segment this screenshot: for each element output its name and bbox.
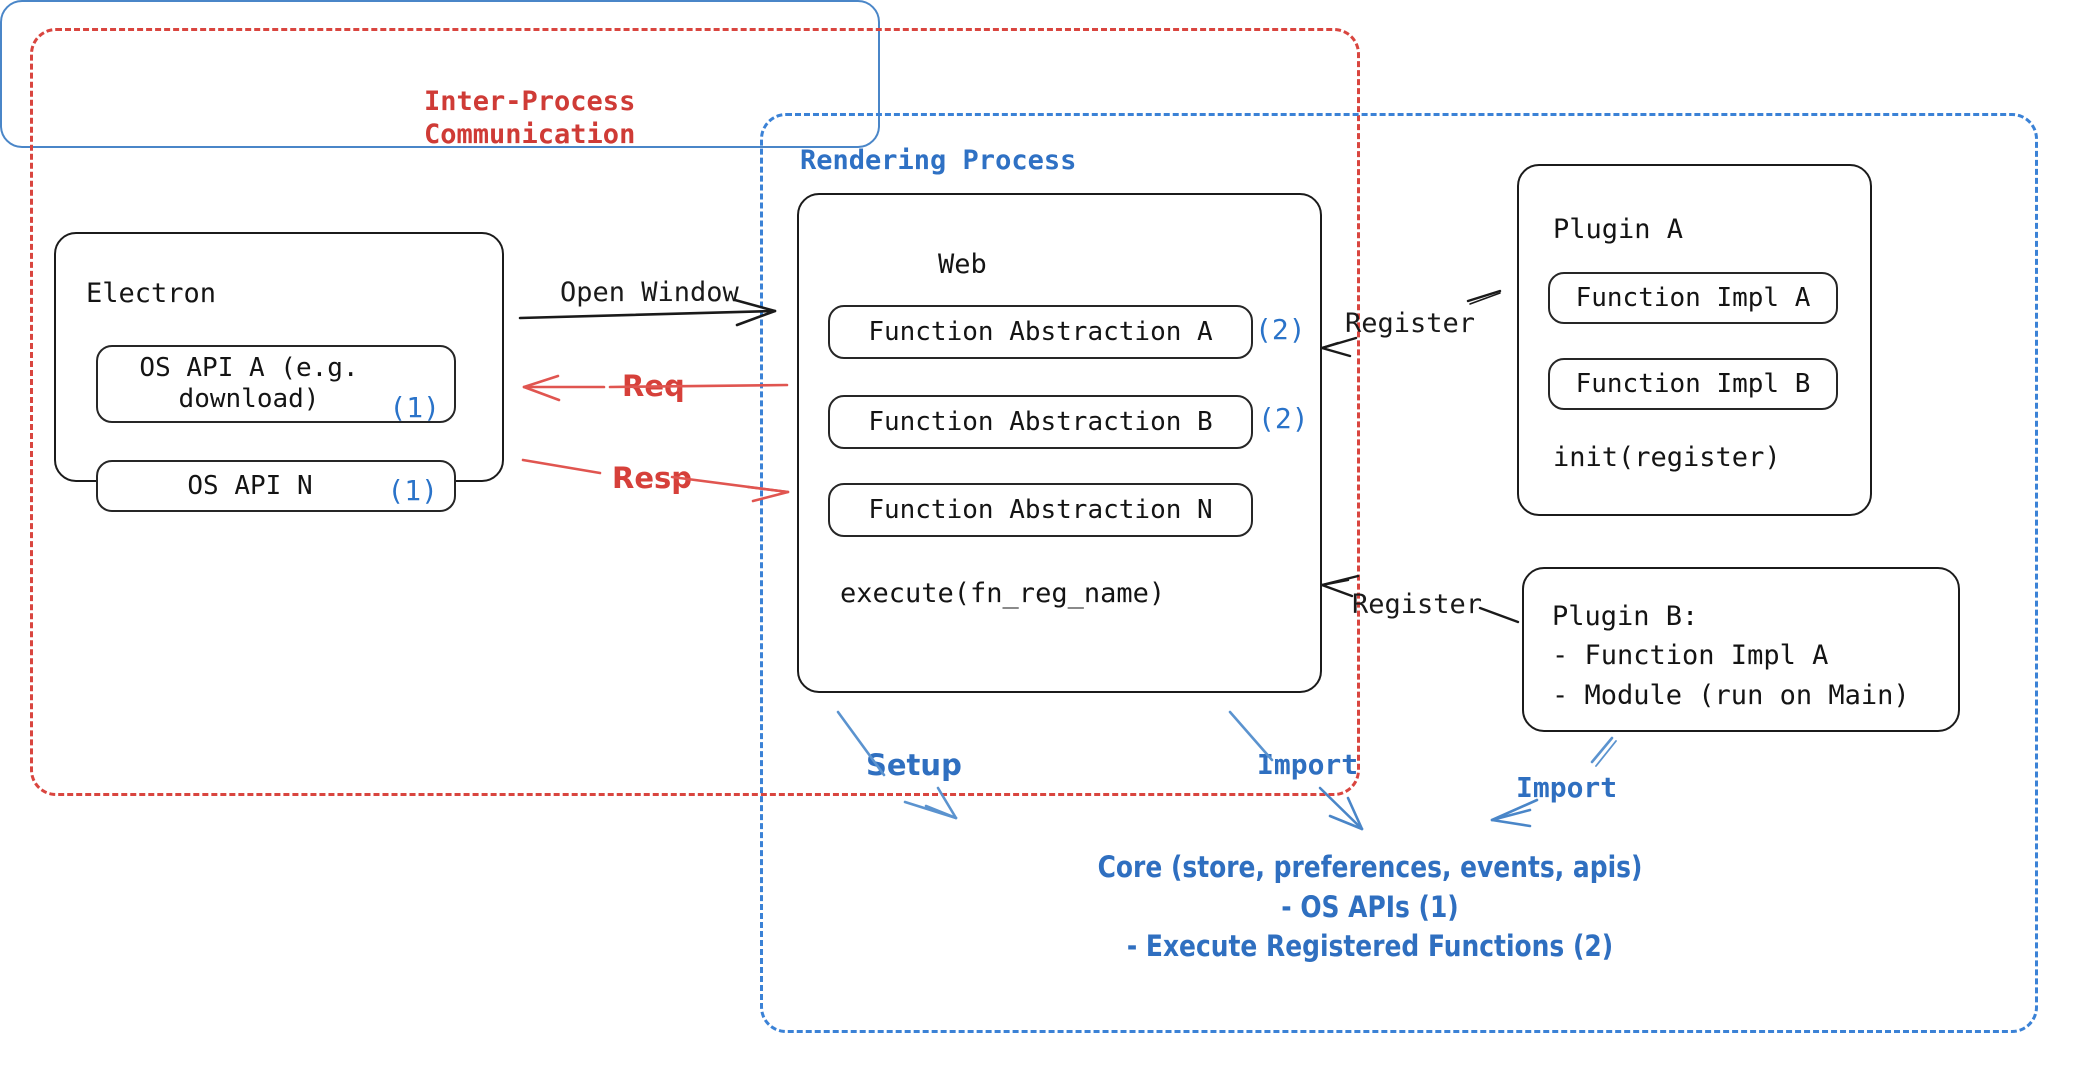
edge-label-setup: Setup bbox=[866, 748, 962, 782]
os-api-a-label: OS API A (e.g. download) bbox=[139, 353, 359, 414]
function-abstraction-b-box: Function Abstraction B bbox=[828, 395, 1253, 449]
edge-label-import-plugin-b: Import bbox=[1516, 771, 1618, 804]
edge-label-import-web: Import bbox=[1257, 748, 1359, 781]
os-api-n-box: OS API N (1) bbox=[96, 460, 456, 512]
function-abstraction-n-label: Function Abstraction N bbox=[868, 494, 1213, 525]
function-abstraction-a-label: Function Abstraction A bbox=[868, 316, 1213, 347]
os-api-a-ref-badge: (1) bbox=[389, 391, 440, 424]
function-impl-a-label: Function Impl A bbox=[1575, 282, 1811, 313]
plugin-b-text: Plugin B: - Function Impl A - Module (ru… bbox=[1552, 601, 1910, 711]
function-abstraction-b-label: Function Abstraction B bbox=[868, 406, 1213, 437]
function-abstraction-a-ref-badge: (2) bbox=[1255, 313, 1306, 346]
region-ipc-label: Inter-Process Communication bbox=[424, 86, 636, 150]
plugin-a-init-note: init(register) bbox=[1553, 442, 1781, 473]
plugin-a-box bbox=[1517, 164, 1872, 516]
function-abstraction-n-box: Function Abstraction N bbox=[828, 483, 1253, 537]
function-abstraction-a-box: Function Abstraction A bbox=[828, 305, 1253, 359]
os-api-n-label: OS API N bbox=[187, 470, 313, 501]
edge-label-register-plugin-b: Register bbox=[1352, 589, 1483, 620]
edge-label-open-window: Open Window bbox=[560, 277, 739, 308]
function-impl-b-box: Function Impl B bbox=[1548, 358, 1838, 410]
core-text: Core (store, preferences, events, apis) … bbox=[1097, 850, 1643, 964]
web-title: Web bbox=[938, 249, 987, 280]
edge-label-register-plugin-a: Register bbox=[1345, 308, 1476, 339]
web-execute-note: execute(fn_reg_name) bbox=[840, 578, 1166, 609]
edge-label-resp: Resp bbox=[612, 461, 693, 495]
region-rendering-process bbox=[760, 113, 2038, 1033]
region-inter-process-communication bbox=[30, 28, 1360, 796]
edge-label-req: Req bbox=[622, 369, 685, 403]
region-rendering-process-label: Rendering Process bbox=[800, 145, 1077, 176]
function-impl-b-label: Function Impl B bbox=[1575, 368, 1811, 399]
function-abstraction-b-ref-badge: (2) bbox=[1258, 402, 1309, 435]
os-api-n-ref-badge: (1) bbox=[387, 474, 438, 507]
electron-title: Electron bbox=[86, 278, 217, 309]
plugin-a-title: Plugin A bbox=[1553, 214, 1684, 245]
core-box bbox=[0, 0, 880, 148]
os-api-a-box: OS API A (e.g. download) (1) bbox=[96, 345, 456, 424]
plugin-b-box bbox=[1522, 567, 1960, 732]
function-impl-a-box: Function Impl A bbox=[1548, 272, 1838, 324]
